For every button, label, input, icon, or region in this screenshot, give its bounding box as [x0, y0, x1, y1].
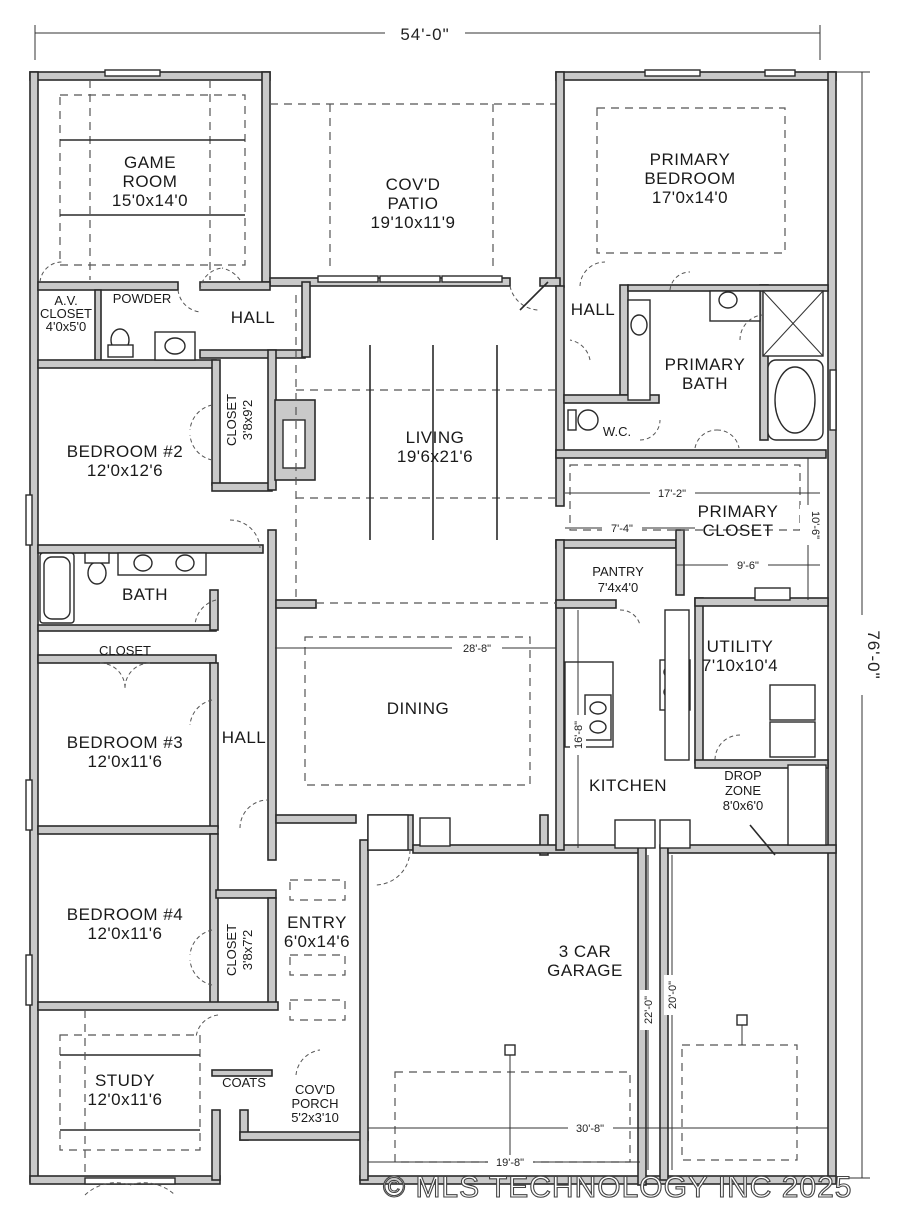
covd-porch-name-1: COV'D — [295, 1082, 335, 1097]
game-room-name-2: ROOM — [123, 172, 178, 191]
room-closet-2: CLOSET 3'8x9'2 — [224, 394, 255, 446]
living-name: LIVING — [406, 428, 465, 447]
entry-name: ENTRY — [287, 913, 347, 932]
dim-kitchen-depth: 16'-8" — [573, 721, 585, 749]
bedroom4-size: 12'0x11'6 — [88, 924, 163, 943]
dim-primary-closet-width: 17'-2" — [658, 488, 686, 500]
room-covd-patio: COV'D PATIO 19'10x11'9 — [371, 175, 456, 232]
hall-mid-label: HALL — [222, 728, 267, 747]
closet4-name: CLOSET — [224, 924, 239, 976]
room-living: LIVING 19'6x21'6 — [397, 428, 473, 466]
dim-garage-depth-outer: 22'-0" — [643, 996, 655, 1024]
game-room-name-1: GAME — [124, 153, 176, 172]
watermark: © MLS TECHNOLOGY INC 2025 — [383, 1171, 852, 1204]
primary-bath-name-1: PRIMARY — [665, 355, 746, 374]
dim-primary-closet-depth: 10'-6" — [809, 511, 821, 539]
powder-label: POWDER — [113, 291, 172, 306]
closet2-size: 3'8x9'2 — [240, 400, 255, 440]
bedroom4-name: BEDROOM #4 — [67, 905, 183, 924]
covd-patio-name-2: PATIO — [388, 194, 439, 213]
room-drop-zone: DROP ZONE 8'0x6'0 — [723, 768, 763, 813]
game-room-size: 15'0x14'0 — [112, 191, 188, 210]
bedroom3-size: 12'0x11'6 — [88, 752, 163, 771]
exterior-walls — [29, 71, 837, 1185]
covd-patio-size: 19'10x11'9 — [371, 213, 456, 232]
dining-label: DINING — [387, 699, 450, 718]
drop-zone-name-1: DROP — [724, 768, 762, 783]
room-bedroom-2: BEDROOM #2 12'0x12'6 — [67, 442, 183, 480]
overall-depth-dimension: 76'-0" — [835, 71, 883, 1179]
closet4-size: 3'8x7'2 — [240, 930, 255, 970]
ceiling-lines — [59, 80, 801, 1176]
room-primary-bedroom: PRIMARY BEDROOM 17'0x14'0 — [644, 150, 735, 207]
overall-depth-label: 76'-0" — [864, 630, 883, 679]
room-bedroom-3: BEDROOM #3 12'0x11'6 — [67, 733, 183, 771]
room-primary-closet: PRIMARY CLOSET — [698, 502, 779, 540]
overall-width-label: 54'-0" — [400, 25, 449, 44]
room-game-room: GAME ROOM 15'0x14'0 — [112, 153, 188, 210]
room-labels: GAME ROOM 15'0x14'0 COV'D PATIO 19'10x11… — [40, 150, 778, 1125]
covd-porch-name-2: PORCH — [292, 1096, 339, 1111]
dim-utility-width: 9'-6" — [737, 560, 759, 572]
pantry-size: 7'4x4'0 — [598, 580, 638, 595]
entry-size: 6'0x14'6 — [284, 932, 350, 951]
hall-right-label: HALL — [571, 300, 616, 319]
utility-size: 7'10x10'4 — [702, 656, 778, 675]
room-primary-bath: PRIMARY BATH — [665, 355, 746, 393]
drop-zone-name-2: ZONE — [725, 783, 761, 798]
room-study: STUDY 12'0x11'6 — [88, 1071, 163, 1109]
garage-name-2: GARAGE — [547, 961, 623, 980]
primary-bedroom-size: 17'0x14'0 — [652, 188, 728, 207]
av-closet-name-2: CLOSET — [40, 306, 92, 321]
bedroom3-name: BEDROOM #3 — [67, 733, 183, 752]
room-utility: UTILITY 7'10x10'4 — [702, 637, 778, 675]
interior-walls — [37, 281, 837, 1186]
bath-label: BATH — [122, 585, 168, 604]
room-closet-4: CLOSET 3'8x7'2 — [224, 924, 255, 976]
interior-dimensions: 28'-8" 17'-2" 7'-4" 10'-6" 9'-6" 16'-8" … — [275, 458, 828, 1170]
dim-garage-width: 30'-8" — [576, 1123, 604, 1135]
primary-bedroom-name-1: PRIMARY — [650, 150, 731, 169]
room-entry: ENTRY 6'0x14'6 — [284, 913, 350, 951]
room-av-closet: A.V. CLOSET 4'0x5'0 — [40, 293, 92, 334]
pantry-name: PANTRY — [592, 564, 644, 579]
covd-patio-name-1: COV'D — [386, 175, 441, 194]
study-name: STUDY — [95, 1071, 155, 1090]
bedroom2-name: BEDROOM #2 — [67, 442, 183, 461]
coats-label: COATS — [222, 1075, 266, 1090]
wc-label: W.C. — [603, 424, 631, 439]
hall-top-label: HALL — [231, 308, 276, 327]
fixtures — [39, 290, 827, 851]
study-size: 12'0x11'6 — [88, 1090, 163, 1109]
closet-hall-label: CLOSET — [99, 643, 151, 658]
dim-garage-depth-inner: 20'-0" — [667, 981, 679, 1009]
garage-name-1: 3 CAR — [559, 942, 612, 961]
primary-closet-name-2: CLOSET — [702, 521, 773, 540]
room-covd-porch: COV'D PORCH 5'2x3'10 — [291, 1082, 339, 1125]
utility-name: UTILITY — [707, 637, 774, 656]
primary-bath-name-2: BATH — [682, 374, 728, 393]
av-closet-name-1: A.V. — [54, 293, 77, 308]
doors — [39, 261, 776, 1196]
room-bedroom-4: BEDROOM #4 12'0x11'6 — [67, 905, 183, 943]
dim-living-span: 28'-8" — [463, 643, 491, 655]
primary-closet-name-1: PRIMARY — [698, 502, 779, 521]
room-pantry: PANTRY 7'4x4'0 — [592, 564, 644, 595]
dim-primary-closet-inner: 7'-4" — [611, 523, 633, 535]
bedroom2-size: 12'0x12'6 — [87, 461, 163, 480]
windows — [25, 69, 837, 1185]
overall-width-dimension: 54'-0" — [34, 22, 821, 60]
kitchen-label: KITCHEN — [589, 776, 667, 795]
drop-zone-size: 8'0x6'0 — [723, 798, 763, 813]
primary-bedroom-name-2: BEDROOM — [644, 169, 735, 188]
dim-garage-width-inner: 19'-8" — [496, 1157, 524, 1169]
living-size: 19'6x21'6 — [397, 447, 473, 466]
closet2-name: CLOSET — [224, 394, 239, 446]
av-closet-size: 4'0x5'0 — [46, 319, 86, 334]
room-garage: 3 CAR GARAGE — [547, 942, 623, 980]
covd-porch-size: 5'2x3'10 — [291, 1110, 339, 1125]
